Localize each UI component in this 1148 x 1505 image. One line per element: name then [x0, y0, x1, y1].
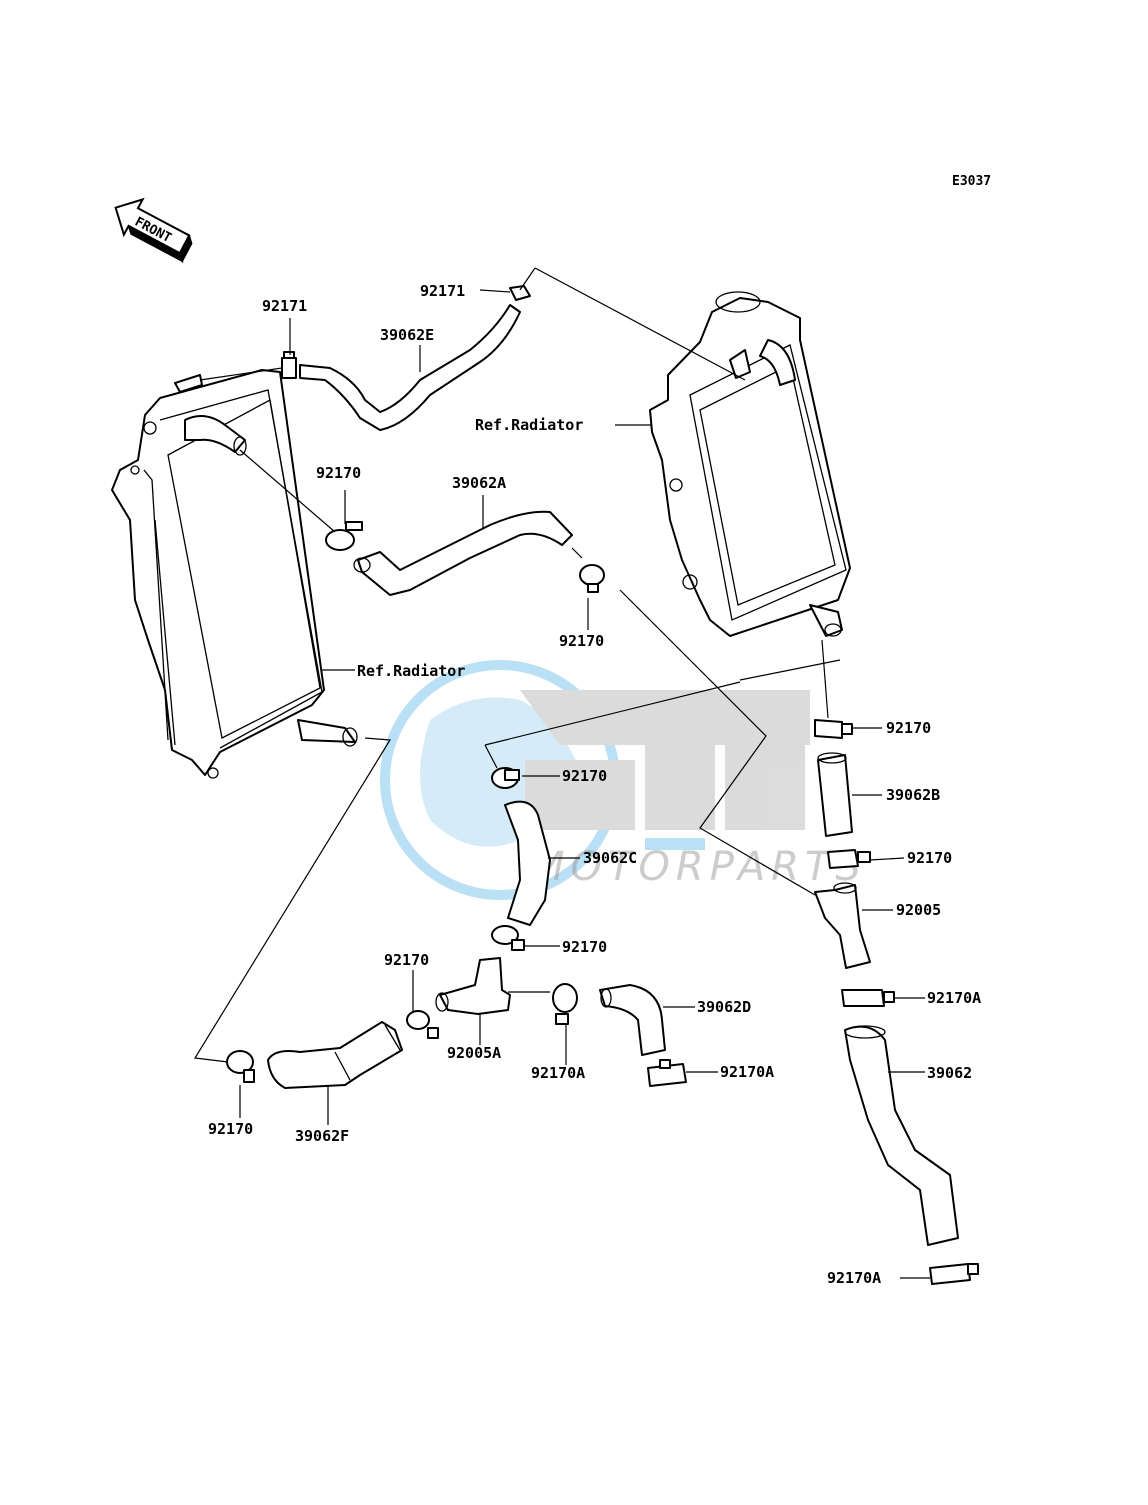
hose-39062F	[267, 1021, 403, 1089]
right-radiator	[649, 291, 851, 637]
clamp-92170A-center	[552, 983, 578, 1025]
label-92170A-right: 92170A	[927, 989, 981, 1007]
label-92170-mid: 92170	[559, 632, 604, 650]
label-39062A: 39062A	[452, 474, 506, 492]
hose-39062D	[599, 984, 666, 1056]
clamp-92170A-right	[841, 989, 895, 1007]
hose-39062E	[299, 304, 521, 431]
label-92171-left: 92171	[262, 297, 307, 315]
label-39062B: 39062B	[886, 786, 940, 804]
label-ref-radiator-left: Ref.Radiator	[357, 662, 465, 680]
label-92005A: 92005A	[447, 1044, 501, 1062]
clamp-92170-upper-left	[325, 521, 363, 551]
clamp-92170-right-top	[814, 719, 853, 739]
hose-39062C	[504, 800, 551, 926]
label-92171-top: 92171	[420, 282, 465, 300]
label-39062: 39062	[927, 1064, 972, 1082]
left-radiator	[111, 369, 358, 779]
label-ref-radiator-right: Ref.Radiator	[475, 416, 583, 434]
diagram-code: E3037	[952, 174, 991, 189]
label-92170-bottom-left: 92170	[208, 1120, 253, 1138]
label-92170-right-mid: 92170	[907, 849, 952, 867]
label-39062C: 39062C	[583, 849, 637, 867]
watermark-sub: MOTORPARTS	[530, 844, 867, 890]
joint-92005A	[435, 957, 511, 1015]
label-92170A-center: 92170A	[531, 1064, 585, 1082]
watermark	[380, 660, 810, 900]
label-39062F: 39062F	[295, 1127, 349, 1145]
joint-92005	[814, 882, 871, 969]
hose-39062A	[353, 510, 573, 596]
label-92005: 92005	[896, 901, 941, 919]
clamp-92171-left	[281, 351, 297, 379]
leader-lines	[193, 267, 930, 1279]
label-92170-center: 92170	[562, 767, 607, 785]
hose-39062B	[817, 752, 853, 837]
clamp-92170-center-low	[491, 925, 525, 951]
clamp-92170-bottom-left	[226, 1050, 255, 1083]
label-39062E: 39062E	[380, 326, 434, 344]
clamp-92171-top	[509, 285, 531, 301]
clamp-92170A-bottom	[929, 1263, 979, 1285]
clamp-92170-center	[491, 767, 520, 789]
front-arrow-icon: FRONT	[114, 197, 193, 264]
label-39062D: 39062D	[697, 998, 751, 1016]
label-92170-upper-left: 92170	[316, 464, 361, 482]
clamp-92170-right-mid	[827, 849, 871, 869]
clamp-92170A-lower	[647, 1059, 687, 1087]
clamp-92170-lower-left	[406, 1010, 439, 1039]
label-92170-right-top: 92170	[886, 719, 931, 737]
label-92170-lower-left: 92170	[384, 951, 429, 969]
label-92170A-bottom: 92170A	[827, 1269, 881, 1287]
label-92170A-lower: 92170A	[720, 1063, 774, 1081]
hose-39062	[844, 1025, 959, 1246]
clamp-92170-mid	[579, 564, 605, 593]
label-92170-center-low: 92170	[562, 938, 607, 956]
